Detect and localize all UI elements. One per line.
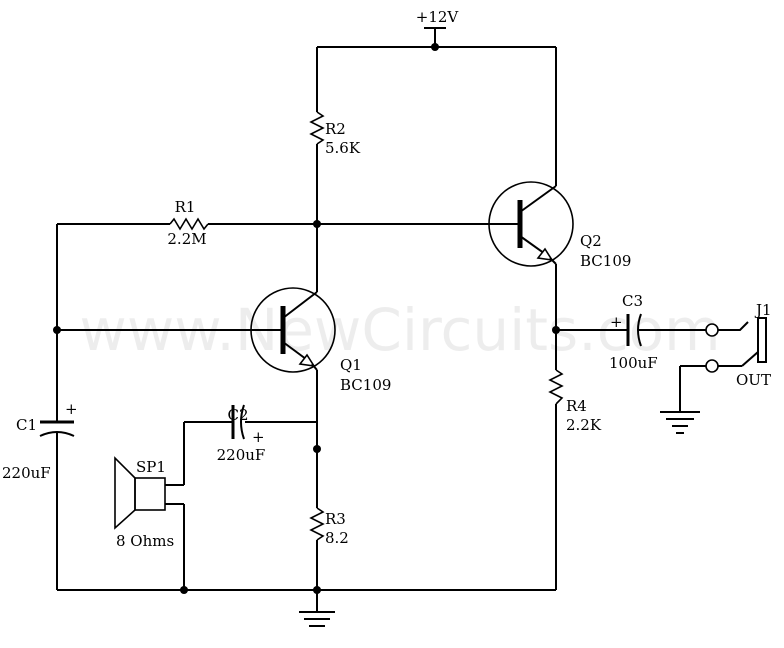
node-supply [431,43,439,51]
c3-polarity: + [610,313,623,331]
r1-name: R1 [175,198,196,216]
sp1-name: SP1 [136,458,166,476]
j1-name: J1 [754,301,772,319]
r4-name: R4 [566,397,587,415]
c3-name: C3 [622,292,643,310]
c2-name: C2 [227,406,248,424]
capacitor-c3: C3 + 100uF [556,292,706,372]
ground-rail [57,586,556,627]
capacitor-c2: C2 + 220uF [183,404,317,464]
r3-name: R3 [325,510,346,528]
q1-name: Q1 [340,356,362,374]
q2-value: BC109 [580,252,631,270]
speaker-sp1: SP1 8 Ohms [114,456,185,590]
c2-value: 220uF [217,446,266,464]
r2-name: R2 [325,120,346,138]
c1-name: C1 [16,416,37,434]
sp1-value: 8 Ohms [116,532,174,550]
c3-value: 100uF [609,354,658,372]
q2-name: Q2 [580,232,602,250]
supply-terminal: +12V [416,8,460,47]
resistor-r2: R2 5.6K [309,47,361,224]
c1-polarity: + [65,400,78,418]
supply-rail [317,43,556,51]
r2-value: 5.6K [325,139,361,157]
supply-label: +12V [416,8,460,26]
r1-value: 2.2M [167,230,206,248]
capacitor-c1: C1 + 220uF [2,400,78,590]
transistor-q2: Q2 BC109 [488,47,631,370]
c1-value: 220uF [2,464,51,482]
q1-value: BC109 [340,376,391,394]
resistor-r1: R1 2.2M [57,198,317,248]
c2-polarity: + [252,428,265,446]
r4-value: 2.2K [566,416,602,434]
node-speaker-ground [180,586,188,594]
j1-value: OUT [736,371,771,389]
resistor-r3: R3 8.2 [309,449,349,590]
output-jack-j1: J1 OUT [660,301,772,434]
r3-value: 8.2 [325,529,349,547]
resistor-r4: R4 2.2K [548,369,602,590]
transistor-q1: Q1 BC109 [250,224,391,449]
